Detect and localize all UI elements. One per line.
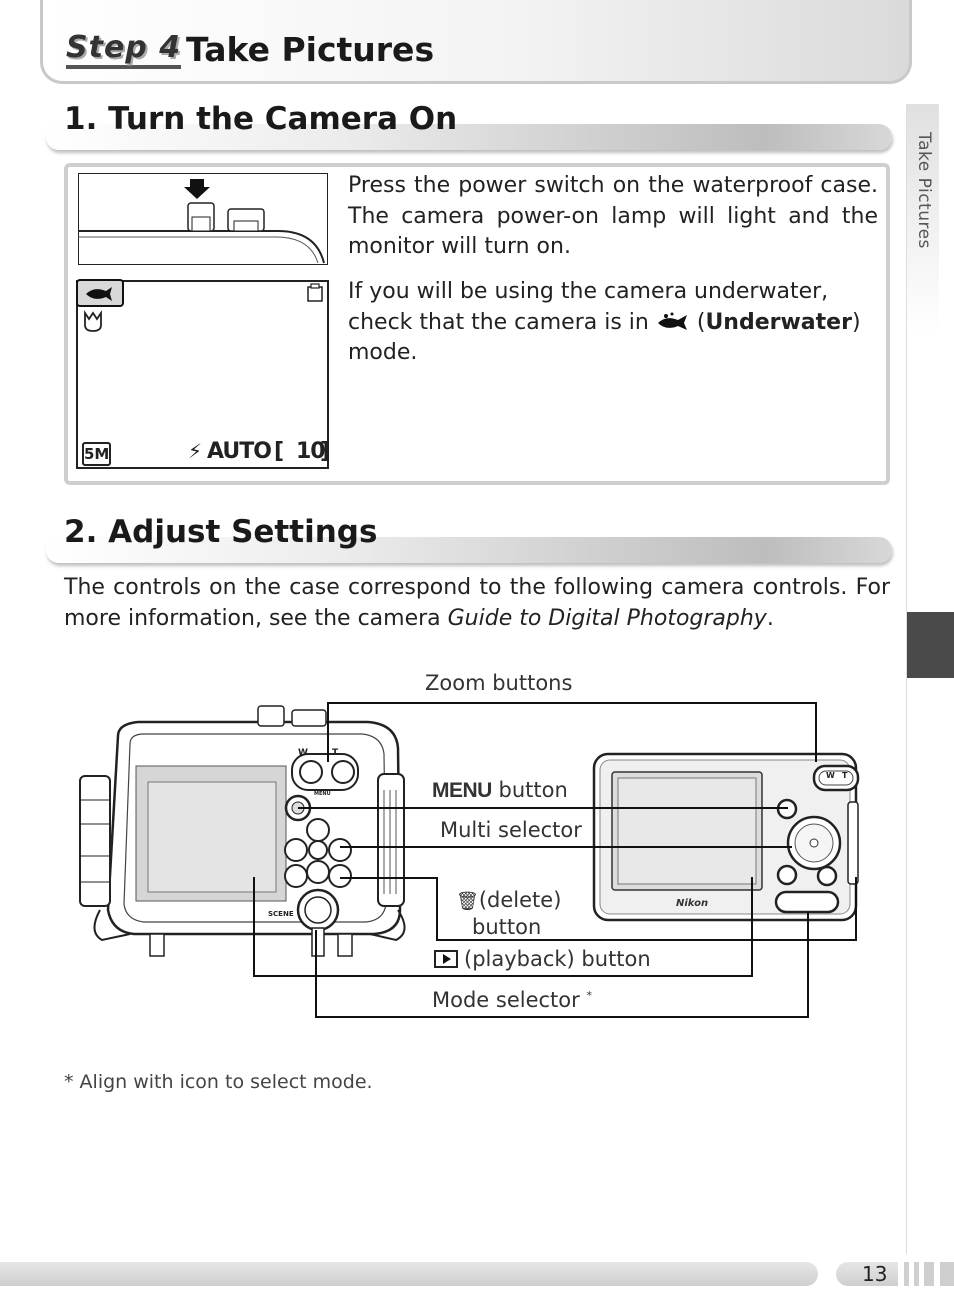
case-menu-label: MENU	[314, 791, 331, 797]
underwater-fish-icon	[656, 311, 690, 331]
side-tab-marker	[907, 612, 954, 678]
case-scene-label: SCENE	[268, 910, 294, 918]
section-heading-turn-on: 1. Turn the Camera On	[64, 101, 458, 137]
camera-t-label: T	[842, 771, 848, 780]
underwater-mode-text: If you will be using the camera underwat…	[348, 279, 861, 365]
mode-selector-label: Mode selector *	[432, 988, 592, 1012]
image-size-indicator: 5M	[82, 442, 111, 466]
case-t-label: T	[332, 748, 339, 758]
title-box	[40, 0, 912, 84]
playback-icon	[434, 950, 458, 968]
footer-stripe	[940, 1262, 954, 1286]
waterproof-case-illustration: W T MENU SCENE	[78, 700, 418, 960]
section-heading-adjust-settings: 2. Adjust Settings	[64, 514, 378, 550]
side-tab-label: Take Pictures	[914, 132, 934, 249]
page-title: Take Pictures	[186, 30, 435, 69]
monitor-display: 5M ⚡ AUTO [ 10 ]	[76, 279, 331, 469]
side-tab-background	[906, 104, 939, 334]
footnote: * Align with icon to select mode.	[64, 1071, 373, 1093]
delete-button-label: 🗑(delete)	[456, 888, 562, 912]
power-on-text: Press the power switch on the waterproof…	[348, 173, 878, 259]
exposures-remaining: 10	[296, 439, 326, 464]
camera-brand-logo: Nikon	[676, 898, 709, 909]
exposures-bracket-icon: [	[274, 439, 285, 464]
page-number: 13	[862, 1262, 888, 1286]
camera-back-illustration: Nikon W T	[592, 752, 862, 924]
section-heading-bar	[46, 537, 892, 563]
case-w-label: W	[298, 748, 308, 758]
camera-w-label: W	[826, 771, 835, 780]
footer-bar	[0, 1262, 818, 1286]
footer-stripe	[914, 1262, 919, 1286]
multi-selector-label: Multi selector	[440, 818, 582, 842]
menu-button-label: MENU button	[432, 778, 568, 802]
step-label: Step 4	[66, 30, 182, 69]
footer-stripe	[924, 1262, 934, 1286]
adjust-settings-intro: The controls on the case correspond to t…	[64, 575, 890, 631]
footer-stripe	[904, 1262, 909, 1286]
exposures-bracket-close-icon: ]	[320, 439, 331, 464]
side-tab-strip	[906, 104, 940, 1254]
flash-mode-indicator: AUTO	[207, 439, 272, 464]
zoom-buttons-label: Zoom buttons	[425, 671, 573, 695]
flash-icon: ⚡	[188, 439, 203, 463]
delete-button-label-line2: button	[472, 915, 542, 939]
playback-button-label: (playback) button	[434, 947, 651, 971]
section-heading-bar	[46, 124, 892, 150]
power-switch-illustration	[78, 173, 328, 265]
trash-icon: 🗑	[456, 891, 479, 912]
page-number-box	[836, 1262, 898, 1286]
